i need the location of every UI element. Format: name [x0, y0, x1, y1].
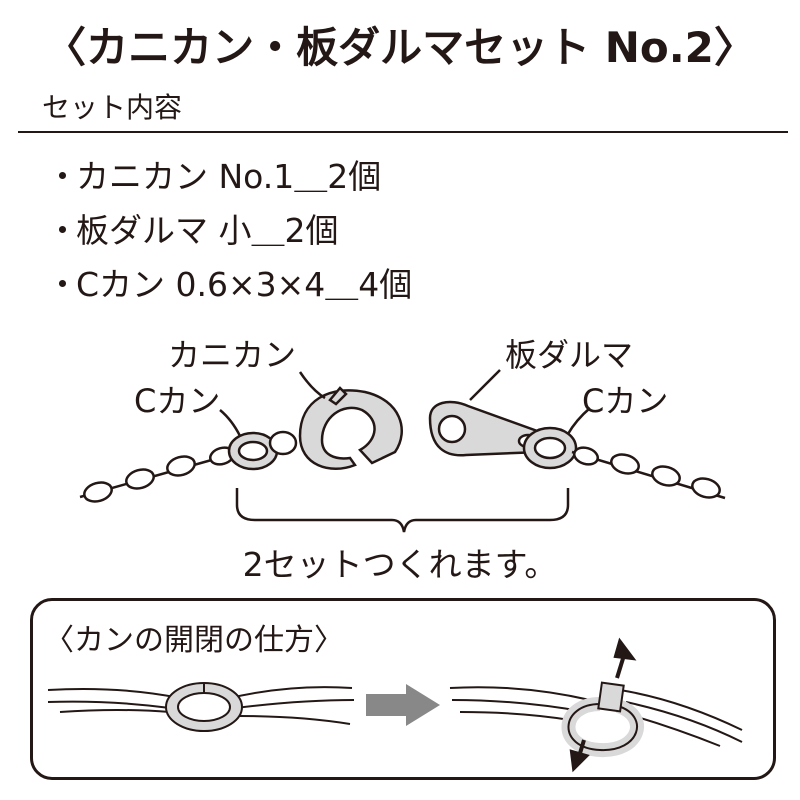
contents-label: セット内容	[42, 91, 183, 124]
small-ring-icon	[268, 430, 298, 456]
brace	[235, 488, 570, 533]
lobster-clasp-icon	[298, 386, 403, 470]
leader-line	[219, 409, 242, 437]
divider	[18, 131, 788, 133]
label-lobster-clasp: カニカン	[168, 336, 297, 374]
list-bullet: ・	[46, 211, 79, 250]
twist-arrow-icon	[569, 637, 637, 773]
label-jump-ring-right: Cカン	[582, 382, 669, 420]
jump-ring-icon	[561, 681, 644, 758]
page-title: 〈カニカン・板ダルマセット No.2〉	[44, 23, 756, 72]
list-item-text: 板ダルマ 小＿2個	[76, 211, 339, 250]
howto-title: 〈カンの開閉の仕方〉	[44, 623, 344, 658]
jump-ring-icon	[165, 682, 243, 732]
leader-line	[298, 371, 326, 400]
pliers-icon	[449, 686, 743, 747]
list-bullet: ・	[46, 157, 79, 196]
list-item-text: カニカン No.1＿2個	[76, 157, 382, 196]
label-jump-ring-left: Cカン	[134, 382, 221, 420]
leader-line	[566, 407, 591, 435]
list-item: ・カニカン No.1＿2個	[46, 150, 412, 204]
list-item: ・Cカン 0.6×3×4＿4個	[46, 258, 412, 312]
pliers-icon	[47, 686, 355, 725]
list-item-text: Cカン 0.6×3×4＿4個	[76, 265, 413, 304]
leader-line	[469, 369, 501, 401]
chain-icon	[571, 446, 726, 500]
arrow-right-icon	[366, 684, 440, 726]
contents-list: ・カニカン No.1＿2個 ・板ダルマ 小＿2個 ・Cカン 0.6×3×4＿4個	[46, 150, 412, 312]
jump-ring-icon	[522, 426, 578, 470]
list-item: ・板ダルマ 小＿2個	[46, 204, 412, 258]
chain-icon	[79, 446, 241, 503]
list-bullet: ・	[46, 265, 79, 304]
label-tag-plate: 板ダルマ	[505, 336, 634, 374]
howto-panel	[30, 598, 776, 780]
sets-note: 2セットつくれます。	[242, 545, 558, 584]
